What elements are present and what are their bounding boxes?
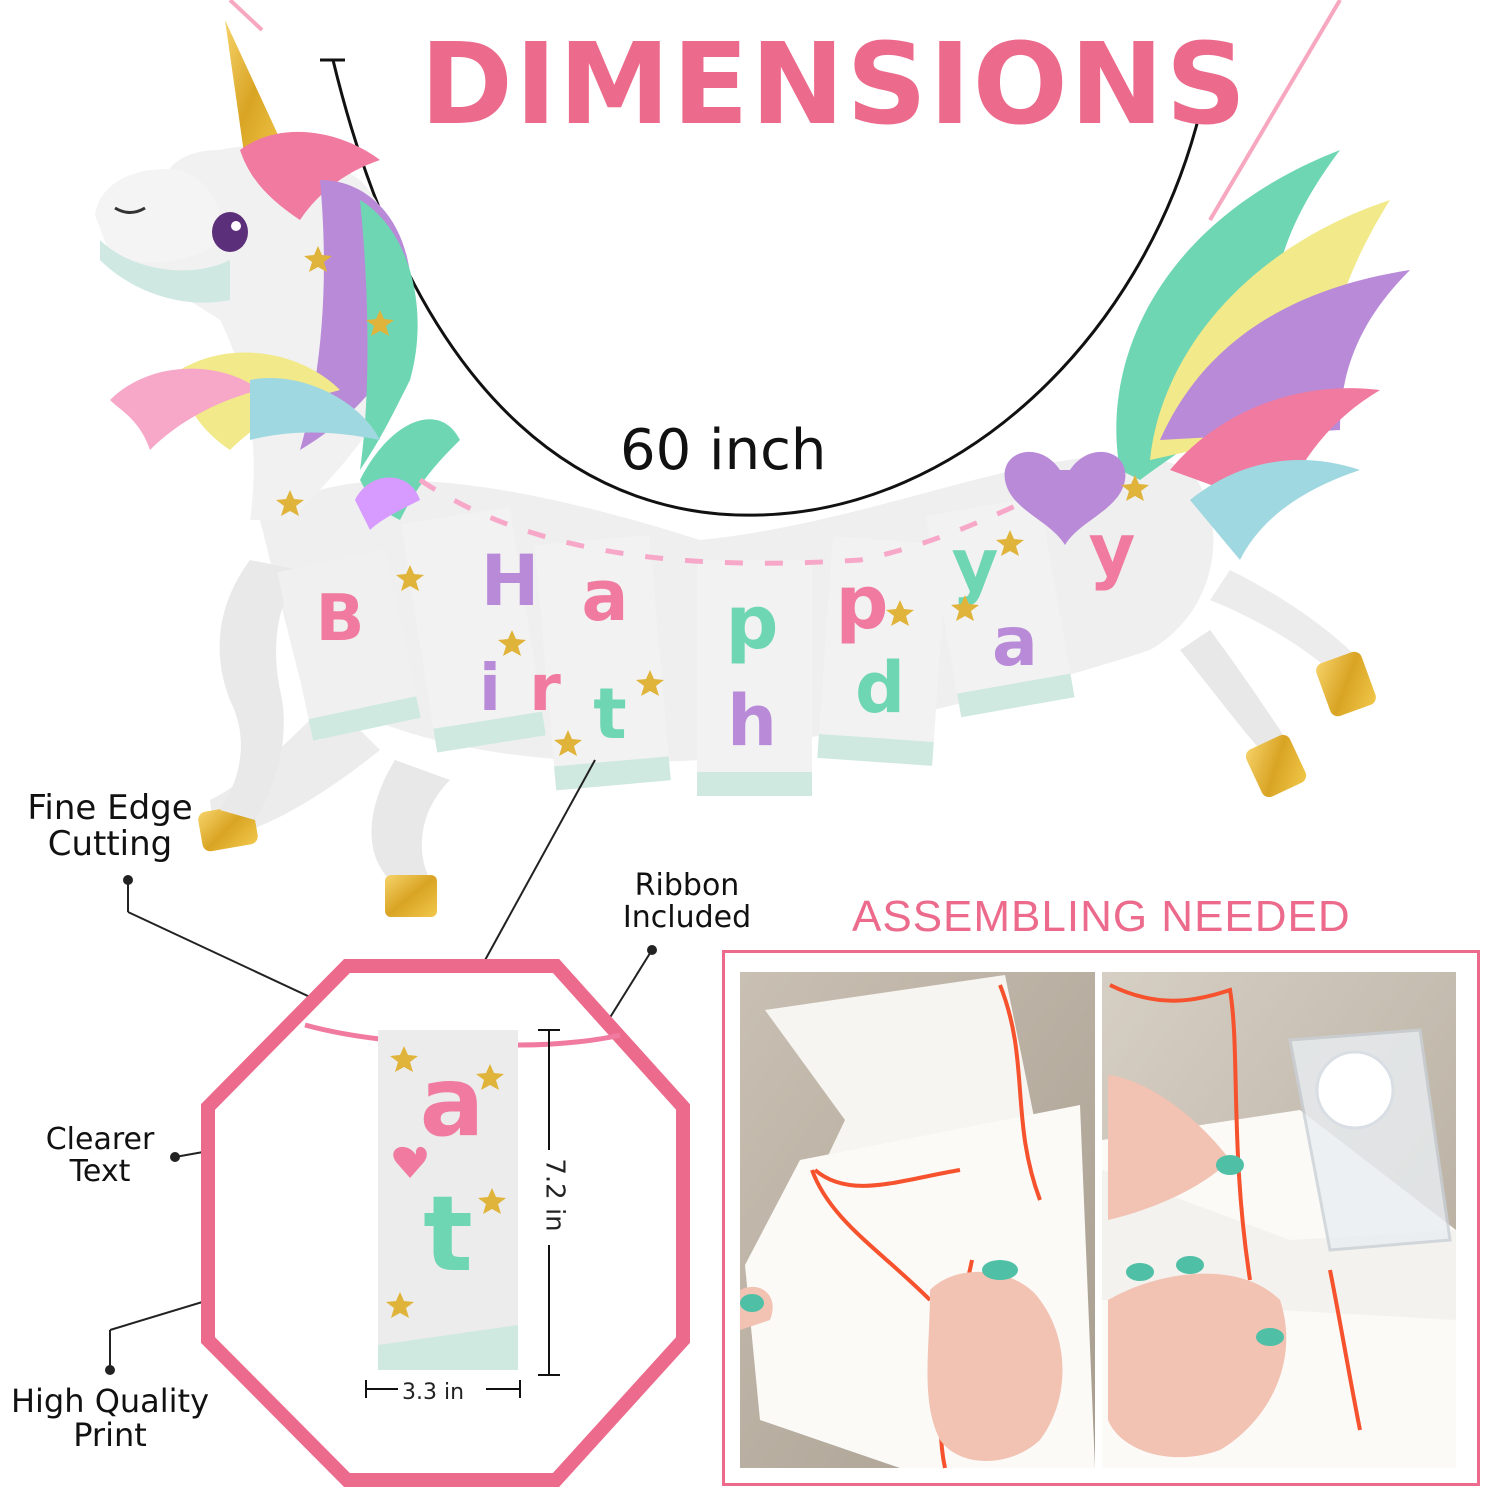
callout-fine-edge: Fine Edge Cutting xyxy=(27,788,193,864)
hanging-ribbon xyxy=(228,0,1342,222)
banner-letter: t xyxy=(593,673,626,755)
dimension-lines xyxy=(365,1029,560,1398)
length-label: 60 inch xyxy=(620,418,827,483)
banner-letter: r xyxy=(529,652,561,726)
banner-letter: p xyxy=(726,580,779,666)
detail-pennant: a t xyxy=(378,1030,518,1370)
detail-letter: t xyxy=(423,1173,473,1295)
banner-letter: y xyxy=(952,523,999,607)
banner-letter: H xyxy=(481,540,540,622)
height-label: 7.2 in xyxy=(539,1158,570,1232)
heart-icon xyxy=(1004,451,1126,545)
banner-pennants xyxy=(277,467,1101,796)
page-title: DIMENSIONS xyxy=(420,20,1249,150)
unicorn-tail xyxy=(1116,150,1410,560)
assembly-photos xyxy=(740,972,1456,1469)
banner-letter: y xyxy=(1089,508,1136,592)
star-icon xyxy=(276,246,1149,756)
banner-letters: B H i a r t p h p d y a y xyxy=(316,508,1136,762)
banner-letter: p xyxy=(836,560,889,646)
horn-icon xyxy=(225,20,285,160)
unicorn-mane xyxy=(110,131,460,530)
callout-clearer-text: Clearer Text xyxy=(45,1122,155,1189)
assembly-heading: ASSEMBLING NEEDED xyxy=(852,892,1351,941)
star-icon xyxy=(386,1046,506,1318)
heart-icon xyxy=(393,1146,427,1178)
width-label: 3.3 in xyxy=(402,1380,465,1405)
length-measurement-arc xyxy=(320,58,1210,517)
banner-letter: B xyxy=(316,582,365,656)
banner-letter: d xyxy=(855,647,905,729)
callout-ribbon: Ribbon Included xyxy=(622,868,752,935)
banner-letter: i xyxy=(479,652,501,726)
banner-letter: a xyxy=(992,603,1038,682)
callout-high-quality: High Quality Print xyxy=(10,1382,210,1454)
banner-letter: a xyxy=(581,555,628,637)
detail-letter: a xyxy=(420,1046,485,1158)
banner-letter: h xyxy=(727,680,777,762)
eye-icon xyxy=(212,212,248,252)
nail xyxy=(982,1260,1018,1280)
